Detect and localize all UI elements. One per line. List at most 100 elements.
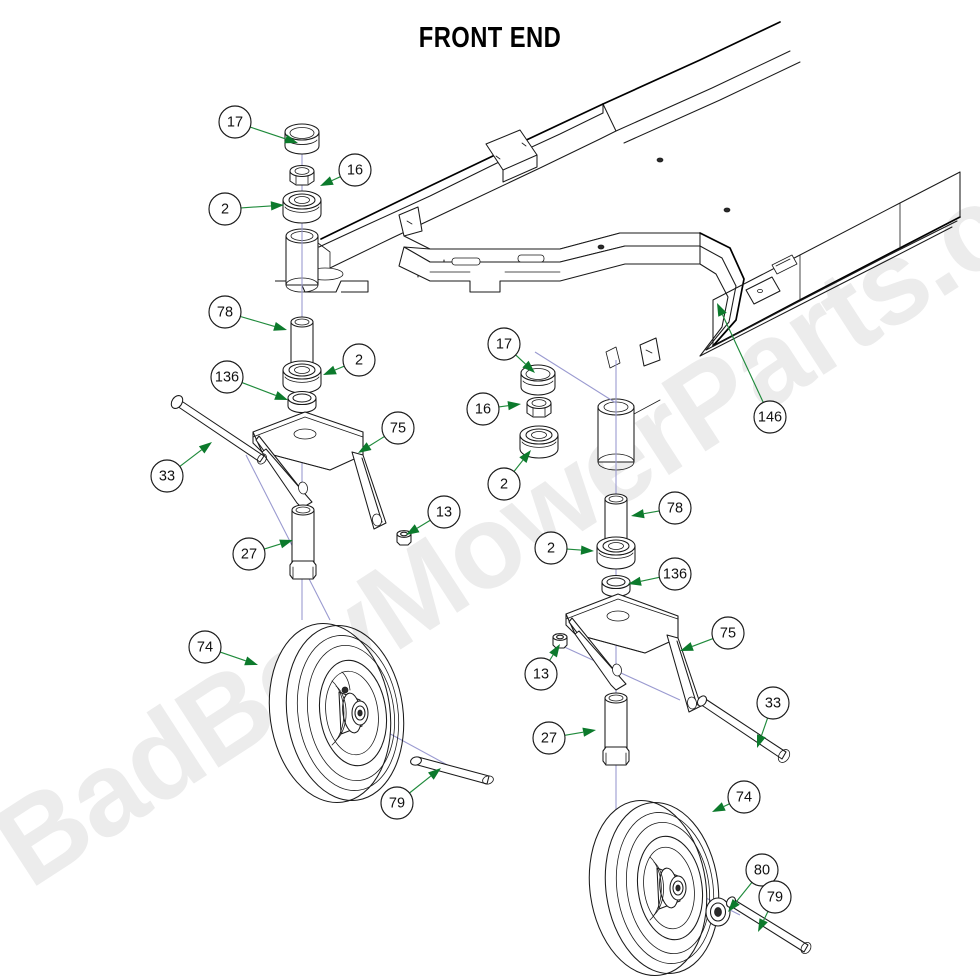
callout-79[interactable]: 79	[380, 768, 441, 820]
leader-line	[735, 882, 753, 903]
callout-number: 2	[221, 202, 229, 218]
right-caster-assembly	[519, 364, 812, 977]
callout-bubble[interactable]	[188, 630, 222, 664]
leader-line	[220, 651, 246, 662]
part-79-right	[726, 896, 812, 955]
callout-bubble[interactable]	[756, 686, 790, 720]
callout-bubble[interactable]	[711, 616, 745, 650]
part-79-left	[410, 756, 494, 785]
callout-number: 16	[475, 402, 491, 418]
callout-number: 13	[533, 667, 549, 683]
callout-layer: 17 16 2 78 2 136 33 75 27 13 74 79 17 16 2 78 2 136 13 75 27…	[150, 105, 792, 932]
callout-bubble[interactable]	[524, 657, 558, 691]
callout-75[interactable]: 75	[358, 411, 415, 453]
leader-line	[334, 365, 345, 371]
callout-13[interactable]: 13	[524, 644, 560, 691]
part-16-right	[526, 396, 552, 418]
leader-line	[264, 543, 281, 550]
callout-16[interactable]: 16	[320, 153, 372, 187]
callout-number: 33	[159, 469, 175, 485]
callout-2[interactable]: 2	[487, 450, 531, 501]
callout-bubble[interactable]	[218, 105, 252, 139]
leader-arrowhead	[757, 734, 766, 748]
leader-line	[498, 405, 509, 408]
callout-bubble[interactable]	[427, 495, 461, 529]
callout-75[interactable]: 75	[680, 616, 745, 651]
callout-78[interactable]: 78	[631, 491, 692, 525]
leader-line	[760, 717, 769, 736]
callout-number: 13	[436, 505, 452, 521]
leader-arrowhead	[522, 360, 535, 373]
callout-bubble[interactable]	[745, 853, 779, 887]
callout-bubble[interactable]	[210, 360, 244, 394]
callout-bubble[interactable]	[658, 491, 692, 525]
leader-line	[643, 510, 660, 515]
callout-74[interactable]: 74	[188, 630, 258, 666]
callout-bubble[interactable]	[534, 531, 568, 565]
leader-line	[691, 638, 714, 647]
leader-arrowhead	[507, 401, 521, 411]
leader-arrowhead	[717, 303, 727, 317]
leader-arrowhead	[580, 545, 594, 555]
callout-2[interactable]: 2	[534, 531, 594, 565]
callout-33[interactable]: 33	[756, 686, 790, 748]
callout-number: 33	[765, 696, 781, 712]
leader-line	[640, 576, 660, 582]
callout-bubble[interactable]	[380, 786, 414, 820]
leader-arrowhead	[728, 899, 740, 912]
callout-bubble[interactable]	[758, 880, 792, 914]
leader-line	[564, 731, 584, 736]
leader-arrowhead	[680, 642, 694, 651]
callout-bubble[interactable]	[381, 411, 415, 445]
part-27-right	[602, 692, 630, 766]
callout-bubble[interactable]	[532, 721, 566, 755]
callout-bubble[interactable]	[232, 537, 266, 571]
callout-number: 78	[667, 501, 683, 517]
callout-bubble[interactable]	[342, 343, 376, 377]
callout-bubble[interactable]	[466, 392, 500, 426]
callout-bubble[interactable]	[487, 467, 521, 501]
part-2-left-lower	[282, 360, 322, 394]
callout-2[interactable]: 2	[208, 192, 284, 226]
leader-line	[179, 449, 202, 467]
callout-80[interactable]: 80	[728, 853, 779, 912]
callout-79[interactable]: 79	[758, 880, 792, 932]
callout-136[interactable]: 136	[210, 360, 288, 400]
page-title: FRONT END	[418, 22, 562, 54]
callout-13[interactable]: 13	[406, 495, 461, 535]
callout-bubble[interactable]	[338, 153, 372, 187]
leader-arrowhead	[519, 450, 531, 463]
callout-bubble[interactable]	[727, 780, 761, 814]
callout-bubble[interactable]	[208, 192, 242, 226]
callout-27[interactable]: 27	[532, 721, 596, 755]
callout-bubble[interactable]	[150, 459, 184, 493]
callout-number: 17	[227, 115, 243, 131]
callout-17[interactable]: 17	[218, 105, 298, 144]
callout-33[interactable]: 33	[150, 442, 212, 493]
callout-16[interactable]: 16	[466, 392, 521, 426]
callout-78[interactable]: 78	[208, 295, 287, 331]
leader-line	[368, 436, 385, 447]
leader-arrowhead	[631, 509, 645, 519]
callout-bubble[interactable]	[753, 400, 787, 434]
callout-number: 2	[500, 477, 508, 493]
callout-number: 17	[496, 337, 512, 353]
callout-bubble[interactable]	[487, 327, 521, 361]
callout-2[interactable]: 2	[323, 343, 376, 377]
callout-bubble[interactable]	[208, 295, 242, 329]
callout-74[interactable]: 74	[712, 780, 761, 814]
part-13-right	[552, 633, 568, 649]
leader-arrowhead	[358, 442, 372, 453]
callout-17[interactable]: 17	[487, 327, 535, 373]
callout-number: 75	[720, 626, 736, 642]
leader-arrowhead	[428, 768, 441, 780]
callout-146[interactable]: 146	[717, 303, 787, 434]
leader-arrowhead	[628, 576, 642, 586]
callout-number: 136	[663, 567, 687, 583]
callout-27[interactable]: 27	[232, 537, 293, 571]
callout-136[interactable]: 136	[628, 557, 692, 591]
callout-bubble[interactable]	[658, 557, 692, 591]
leader-line	[240, 205, 272, 209]
part-2-left-upper	[282, 190, 322, 224]
